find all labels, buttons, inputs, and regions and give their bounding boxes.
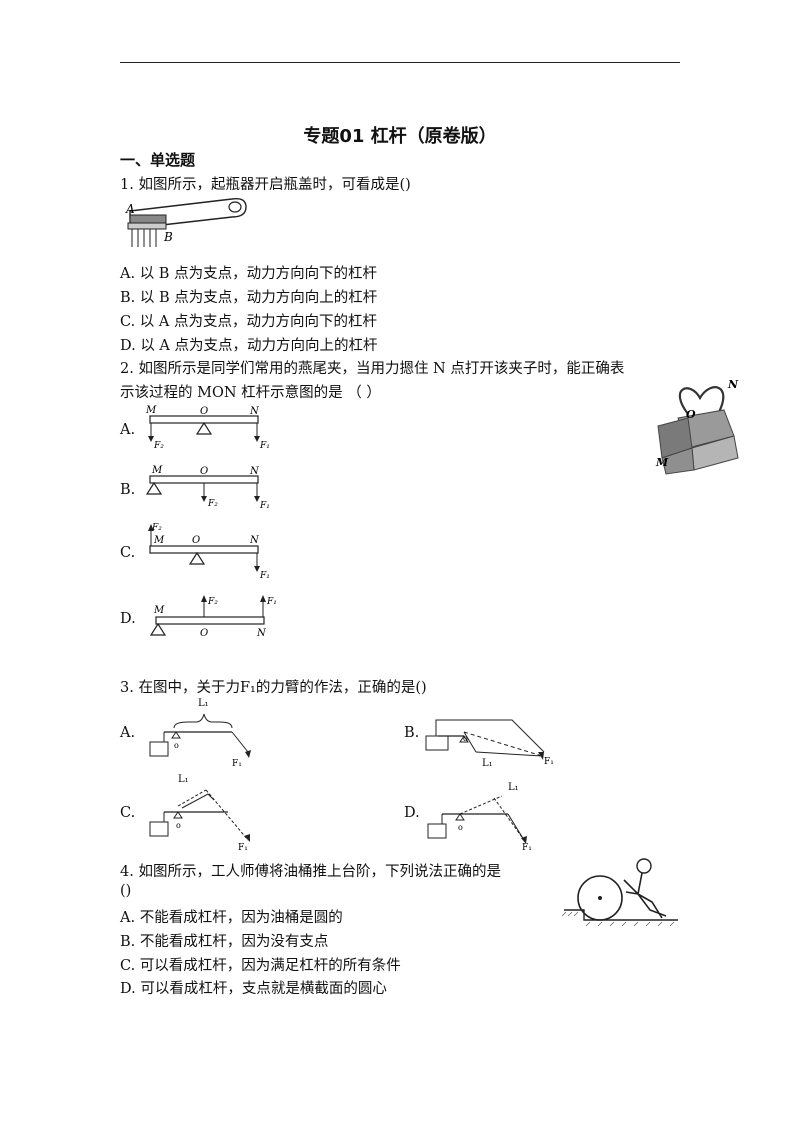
q2-stem-line2: 示该过程的 MON 杠杆示意图的是 （ ） bbox=[120, 385, 381, 401]
section-heading: 一、单选题 bbox=[120, 151, 196, 169]
svg-text:L₁: L₁ bbox=[482, 758, 493, 769]
q2-option-b: B. bbox=[120, 482, 136, 498]
svg-text:F₂: F₂ bbox=[207, 499, 218, 509]
q2-figure-c: F₂ M O N F₁ bbox=[148, 523, 270, 580]
svg-text:M: M bbox=[655, 456, 669, 469]
q3-figure-d: L₁ o F₁ bbox=[427, 782, 532, 852]
q1-label-a: A bbox=[125, 202, 135, 216]
svg-text:F₁: F₁ bbox=[259, 501, 270, 511]
svg-text:N: N bbox=[249, 466, 260, 477]
svg-text:o: o bbox=[176, 821, 181, 830]
q4-stem-line2: () bbox=[120, 883, 132, 899]
q2-option-d: D. bbox=[120, 611, 136, 627]
q2-stem-line1: 2. 如图所示是同学们常用的燕尾夹，当用力摁住 N 点打开该夹子时，能正确表 bbox=[120, 361, 625, 377]
header-rule bbox=[120, 62, 680, 63]
svg-text:F₂: F₂ bbox=[151, 523, 162, 533]
q4-stem-line1: 4. 如图所示，工人师傅将油桶推上台阶，下列说法正确的是 bbox=[120, 864, 501, 880]
svg-text:N: N bbox=[249, 535, 260, 546]
q3-figure-c: L₁ o F₁ bbox=[149, 774, 250, 852]
q2-figure-a: M O N F₂ F₁ bbox=[145, 405, 270, 451]
svg-text:N: N bbox=[249, 406, 260, 417]
q3-option-c: C. bbox=[120, 805, 136, 821]
svg-text:M: M bbox=[151, 465, 163, 476]
q2-option-c: C. bbox=[120, 545, 136, 561]
q1-bottle-opener-figure: A B bbox=[125, 197, 247, 247]
svg-text:F₁: F₁ bbox=[259, 571, 270, 580]
svg-text:L₁: L₁ bbox=[178, 774, 189, 785]
page-title: 专题01 杠杆（原卷版） bbox=[303, 126, 497, 147]
svg-text:M: M bbox=[153, 535, 165, 546]
q1-option-a: A. 以 B 点为支点，动力方向向下的杠杆 bbox=[120, 266, 378, 282]
q4-worker-barrel-figure bbox=[562, 858, 678, 927]
svg-text:O: O bbox=[192, 535, 200, 546]
svg-text:N: N bbox=[727, 378, 739, 391]
svg-text:L₁: L₁ bbox=[198, 698, 209, 709]
svg-text:N: N bbox=[256, 628, 267, 639]
q2-option-a: A. bbox=[120, 422, 136, 438]
q3-option-a: A. bbox=[120, 725, 136, 741]
q2-figure-d: M O N F₂ F₁ bbox=[149, 595, 277, 639]
svg-text:F₁: F₁ bbox=[232, 759, 242, 769]
q4-option-d: D. 可以看成杠杆，支点就是横截面的圆心 bbox=[120, 981, 387, 997]
q3-figure-a: L₁ o F₁ bbox=[149, 698, 251, 769]
q4-option-b: B. 不能看成杠杆，因为没有支点 bbox=[120, 934, 329, 950]
svg-text:L₁: L₁ bbox=[508, 782, 519, 793]
svg-text:F₁: F₁ bbox=[259, 441, 270, 451]
q1-label-b: B bbox=[163, 230, 173, 244]
svg-text:O: O bbox=[686, 408, 696, 421]
svg-text:F₁: F₁ bbox=[266, 597, 277, 607]
svg-text:F₁: F₁ bbox=[544, 757, 554, 767]
q3-option-b: B. bbox=[404, 725, 420, 741]
svg-text:M: M bbox=[153, 605, 165, 616]
svg-text:O: O bbox=[200, 406, 208, 417]
svg-text:F₂: F₂ bbox=[153, 441, 164, 451]
q3-figure-b: o F₁ L₁ bbox=[425, 719, 554, 769]
q1-stem: 1. 如图所示，起瓶器开启瓶盖时，可看成是() bbox=[120, 177, 411, 193]
svg-text:o: o bbox=[463, 734, 468, 743]
svg-text:F₂: F₂ bbox=[207, 597, 218, 607]
q3-option-d: D. bbox=[404, 805, 420, 821]
svg-text:O: O bbox=[200, 628, 208, 639]
q4-option-a: A. 不能看成杠杆，因为油桶是圆的 bbox=[120, 910, 343, 926]
svg-text:M: M bbox=[145, 405, 157, 416]
q1-option-c: C. 以 A 点为支点，动力方向向下的杠杆 bbox=[120, 314, 377, 330]
q3-stem: 3. 在图中，关于力F₁的力臂的作法，正确的是() bbox=[120, 680, 427, 696]
svg-text:o: o bbox=[458, 823, 463, 832]
binder-clip-photo: N O M bbox=[655, 378, 739, 475]
svg-text:F₁: F₁ bbox=[238, 843, 248, 852]
svg-text:F₁: F₁ bbox=[522, 843, 532, 852]
q4-option-c: C. 可以看成杠杆，因为满足杠杆的所有条件 bbox=[120, 958, 401, 974]
svg-text:O: O bbox=[200, 466, 208, 477]
q1-option-b: B. 以 B 点为支点，动力方向向上的杠杆 bbox=[120, 290, 378, 306]
q2-figure-b: M O N F₂ F₁ bbox=[145, 465, 270, 511]
q1-option-d: D. 以 A 点为支点，动力方向向上的杠杆 bbox=[120, 338, 378, 354]
svg-text:o: o bbox=[174, 741, 179, 750]
